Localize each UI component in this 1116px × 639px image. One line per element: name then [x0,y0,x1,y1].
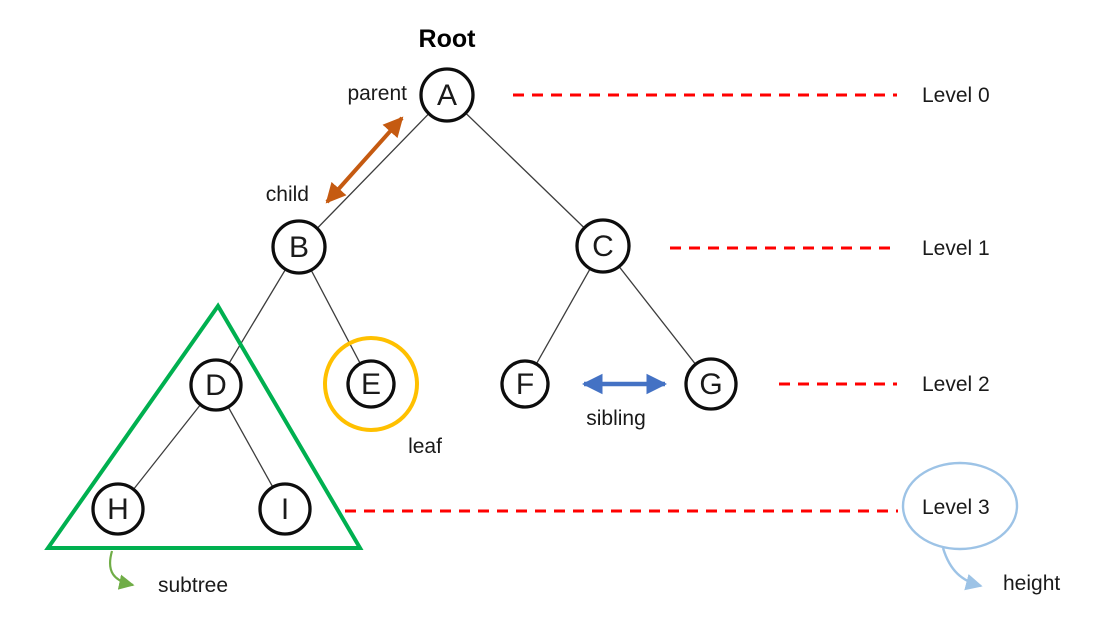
diagram-title: Root [419,25,477,53]
child-label: child [266,183,309,206]
subtree-triangle [44,302,364,550]
node-G-circle [684,357,738,411]
edge-C-G [602,245,712,385]
node-H-circle [91,482,145,536]
node-A: A [419,67,475,123]
level-3-label: Level 3 [922,496,990,519]
node-D-circle [189,358,243,412]
level-1-label: Level 1 [922,237,990,260]
node-I: I [258,482,312,536]
node-E: E [346,359,396,409]
node-I-circle [258,482,312,536]
node-F-label: F [516,368,534,401]
node-B: B [271,219,327,275]
node-A-circle [419,67,475,123]
node-B-label: B [289,231,309,264]
node-E-label: E [361,368,381,401]
node-D-label: D [205,369,227,402]
level-2-label: Level 2 [922,373,990,396]
node-F: F [500,359,550,409]
node-B-circle [271,219,327,275]
node-G-label: G [699,368,722,401]
height-arrow [941,547,983,591]
height-label: height [1003,572,1060,595]
node-A-label: A [437,79,457,112]
parent-label: parent [347,82,407,105]
subtree-label: subtree [158,574,228,597]
node-E-circle [346,359,396,409]
leaf-ring [323,336,419,432]
leaf-label: leaf [408,435,442,458]
node-C-circle [575,218,631,274]
node-C-label: C [592,230,614,263]
node-G: G [684,357,738,411]
node-H: H [91,482,145,536]
node-I-label: I [281,493,289,526]
height-bubble [901,461,1019,551]
node-F-circle [500,359,550,409]
parent-child-arrow [325,116,404,204]
edge-A-B [298,94,448,248]
sibling-label: sibling [586,407,646,430]
node-D: D [189,358,243,412]
subtree-arrow [108,550,135,590]
node-C: C [575,218,631,274]
edge-A-C [446,94,604,247]
level-0-label: Level 0 [922,84,990,107]
node-H-label: H [107,493,129,526]
